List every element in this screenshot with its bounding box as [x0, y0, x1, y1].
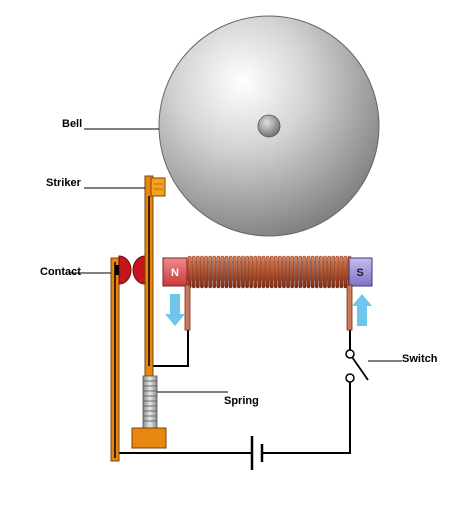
- coil-winding: [212, 255, 217, 289]
- south-pole: [348, 257, 373, 287]
- coil-winding: [195, 255, 200, 289]
- coil-winding: [323, 255, 327, 289]
- coil-winding: [191, 255, 196, 289]
- coil-winding: [200, 255, 204, 289]
- coil-winding: [208, 255, 212, 289]
- contact-post: [110, 257, 120, 462]
- coil-winding: [343, 255, 348, 289]
- coil-winding: [286, 255, 290, 289]
- coil-winding: [339, 255, 344, 289]
- coil-winding: [306, 255, 311, 289]
- switch-label: Switch: [402, 353, 438, 365]
- battery: [250, 436, 264, 470]
- magnet-coil: [187, 255, 352, 289]
- electromagnet: N S: [162, 255, 373, 331]
- south-pole-label: S: [356, 267, 363, 279]
- current-direction-arrows: [165, 294, 372, 326]
- switch: [345, 349, 369, 383]
- coil-winding: [257, 255, 262, 289]
- coil-winding: [253, 255, 258, 289]
- coil-winding: [294, 255, 299, 289]
- bell-label: Bell: [62, 118, 82, 130]
- coil-winding: [241, 255, 245, 289]
- coil-winding: [298, 255, 303, 289]
- coil-winding: [236, 255, 241, 289]
- coil-winding: [261, 255, 266, 289]
- coil-winding: [216, 255, 221, 289]
- north-pole: [162, 257, 188, 287]
- coil-winding: [187, 255, 192, 289]
- striker-arm: [144, 175, 166, 377]
- coil-winding: [228, 255, 233, 289]
- coil-winding: [327, 255, 331, 289]
- coil-winding: [314, 255, 319, 289]
- coil-winding: [269, 255, 274, 289]
- coil-winding: [282, 255, 286, 289]
- spring-label: Spring: [224, 395, 259, 407]
- spring-base: [131, 427, 167, 449]
- coil-winding: [245, 255, 249, 289]
- arrow-up-icon: [352, 294, 372, 326]
- contact-points: [115, 255, 149, 285]
- label-leaders: [70, 128, 402, 393]
- coil-winding: [310, 255, 315, 289]
- north-pole-label: N: [171, 267, 179, 279]
- coil-winding: [319, 255, 323, 289]
- coil-winding: [278, 255, 282, 289]
- coil-winding: [331, 255, 335, 289]
- striker-hammer: [150, 177, 166, 197]
- coil-winding: [335, 255, 340, 289]
- coil-winding: [249, 255, 253, 289]
- coil-winding: [204, 255, 208, 289]
- coil-winding: [232, 255, 237, 289]
- coil-winding: [290, 255, 294, 289]
- striker-label: Striker: [46, 177, 82, 189]
- coil-winding: [273, 255, 278, 289]
- coil-winding: [265, 255, 270, 289]
- coil-winding: [302, 255, 307, 289]
- bell-knob: [257, 114, 281, 138]
- coil-winding: [220, 255, 225, 289]
- spring: [131, 375, 167, 449]
- bell: [158, 15, 380, 237]
- arrow-down-icon: [165, 294, 185, 326]
- coil-winding: [224, 255, 229, 289]
- contact-label: Contact: [40, 266, 81, 278]
